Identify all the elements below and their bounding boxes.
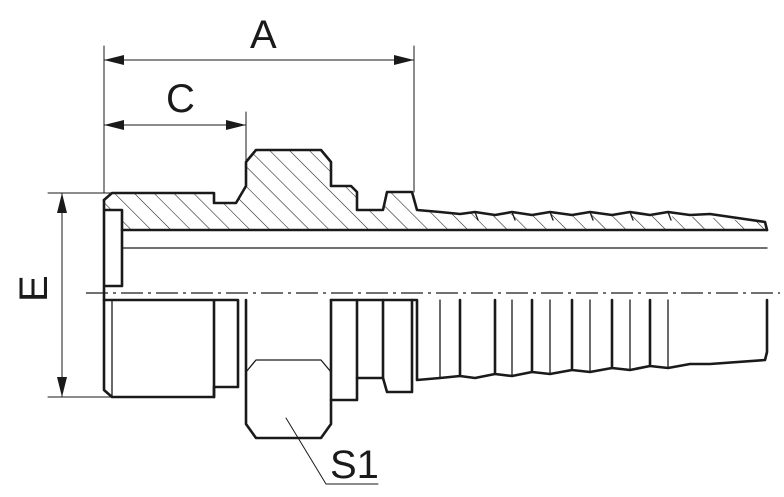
dim-s1-label: S1 <box>330 443 379 487</box>
shoulder-lower <box>381 298 414 394</box>
barb-flanks-lower <box>439 299 669 379</box>
section-outline <box>102 148 769 232</box>
dim-e-arrow-bottom <box>57 377 67 397</box>
groove-lower <box>355 298 385 380</box>
dim-a-arrow-left <box>104 55 124 65</box>
hex-nut-outline <box>244 298 333 440</box>
section-hatch-fill <box>104 150 767 230</box>
dim-c-arrow-left <box>104 120 124 130</box>
dim-s1-leader <box>285 417 379 485</box>
hex-nut-flats <box>245 359 332 373</box>
dim-e-arrow-top <box>57 193 67 213</box>
dim-c-arrow-right <box>226 120 246 130</box>
barb-tail-lower <box>410 298 769 382</box>
dim-a-label: A <box>250 13 277 57</box>
thread-body-lower <box>102 298 240 399</box>
dim-e-label: E <box>12 275 56 302</box>
collar-lower <box>329 298 359 402</box>
dim-c-label: C <box>166 77 195 121</box>
dim-a-arrow-right <box>394 55 414 65</box>
barb-teeth-top <box>474 211 672 221</box>
